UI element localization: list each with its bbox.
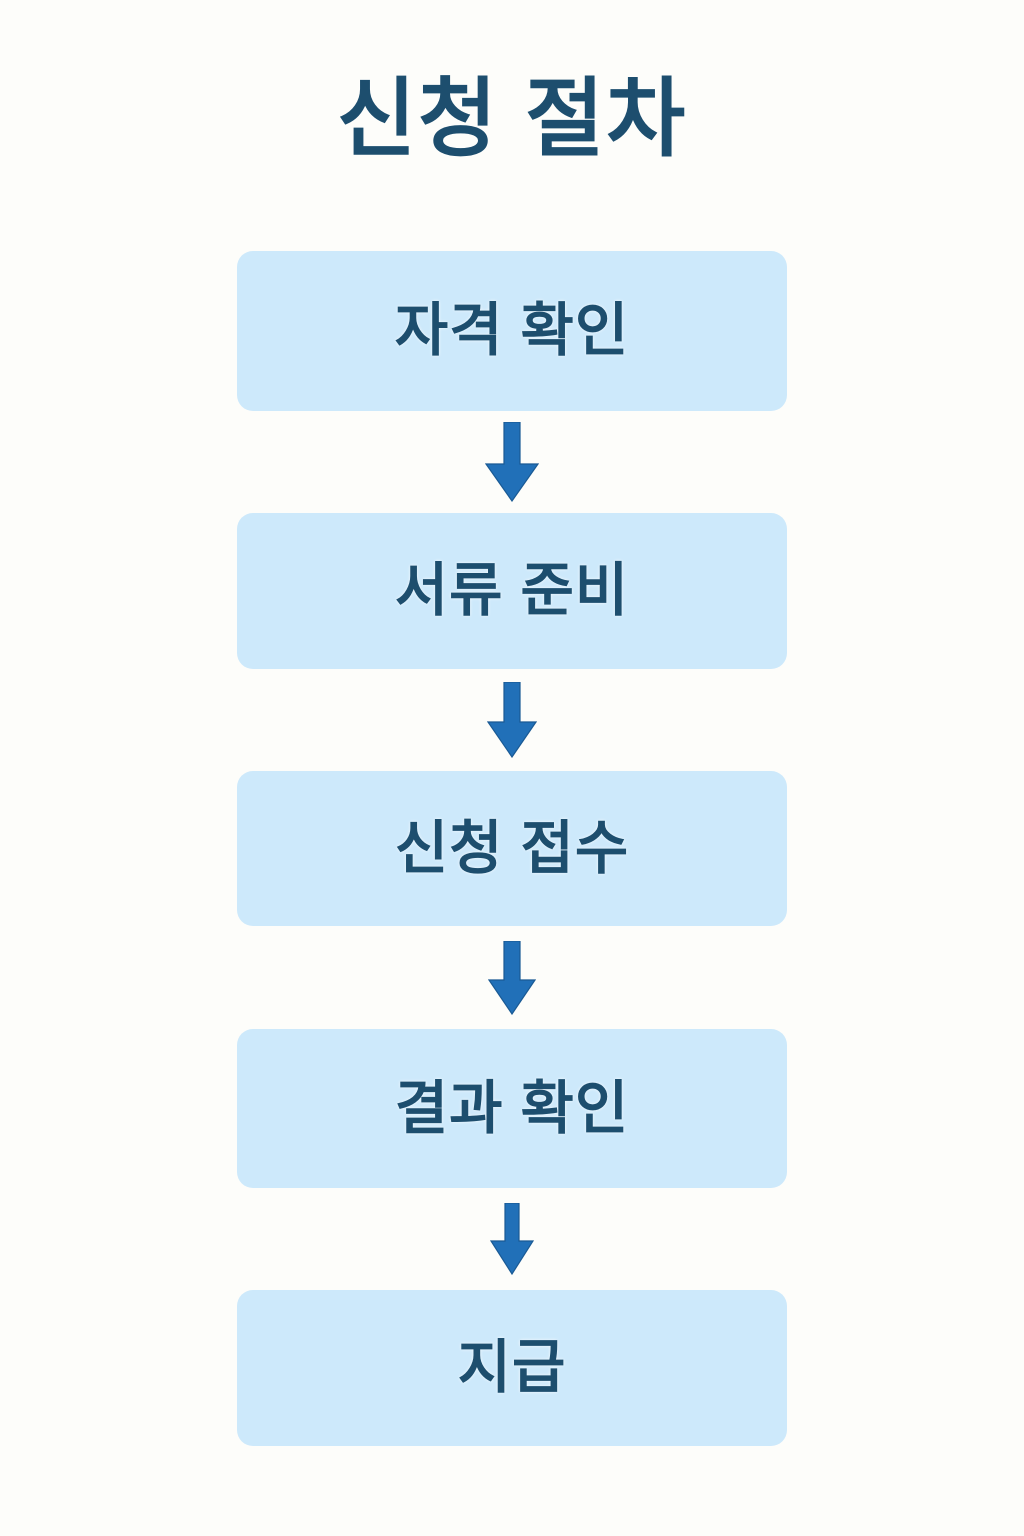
flow-connector-4	[237, 1188, 787, 1290]
arrow-down-icon	[485, 422, 539, 502]
flow-connector-2	[237, 669, 787, 771]
flow-node-label: 자격 확인	[394, 298, 630, 364]
flow-connector-1	[237, 411, 787, 513]
arrow-down-icon	[490, 1203, 534, 1275]
arrow-down-icon	[488, 940, 536, 1015]
flow-connector-3	[237, 926, 787, 1029]
flow-node-step-3[interactable]: 신청 접수	[237, 771, 787, 926]
flow-node-step-1[interactable]: 자격 확인	[237, 251, 787, 411]
flow-node-label: 지급	[457, 1335, 567, 1401]
flow-node-label: 결과 확인	[394, 1075, 630, 1141]
page-title: 신청 절차	[336, 71, 688, 167]
flow-node-label: 서류 준비	[394, 558, 630, 624]
arrow-down-icon	[487, 682, 537, 758]
flow-node-step-5[interactable]: 지급	[237, 1290, 787, 1446]
flow-container: 자격 확인 서류 준비 신청 접수	[237, 251, 787, 1446]
flow-node-step-2[interactable]: 서류 준비	[237, 513, 787, 669]
flow-node-step-4[interactable]: 결과 확인	[237, 1029, 787, 1188]
flow-node-label: 신청 접수	[394, 815, 630, 881]
